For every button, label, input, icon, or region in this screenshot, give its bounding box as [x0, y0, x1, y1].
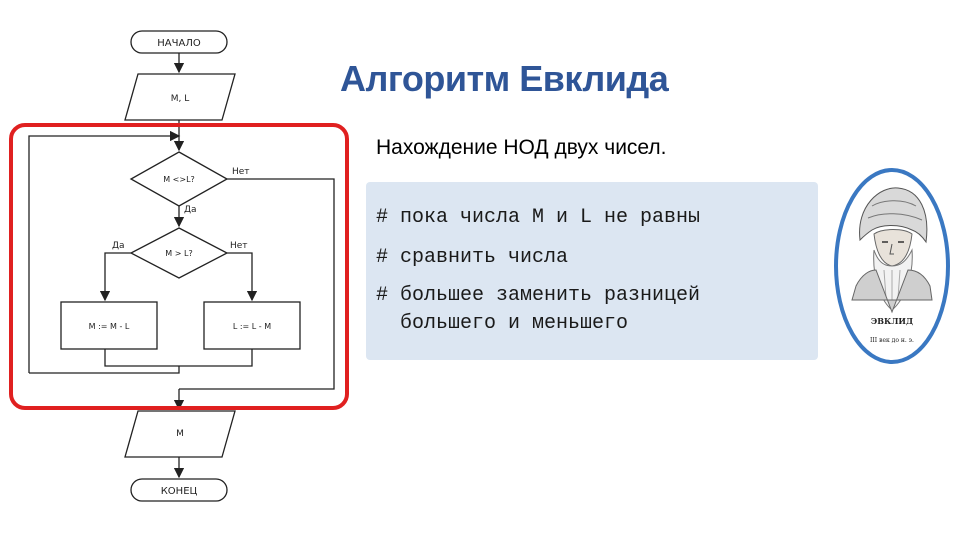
portrait-caption: III век до н. э.: [870, 337, 914, 344]
assign-left-label: M := M - L: [89, 322, 130, 331]
code-line-4: большего и меньшего: [376, 312, 629, 335]
assign-left-box: [60, 301, 158, 350]
condition-1-label: M <>L?: [163, 175, 195, 184]
condition-2-label: M > L?: [165, 249, 192, 258]
assign-right-label: L := L - M: [233, 322, 271, 331]
end-label: КОНЕЦ: [161, 486, 198, 497]
slide-title: Алгоритм Евклида: [340, 58, 669, 99]
condition-2-yes-label: Да: [112, 241, 125, 251]
output-label: M: [176, 429, 184, 439]
code-line-1: # пока числа M и L не равны: [376, 206, 701, 229]
output-block: [124, 410, 236, 458]
input-block: [124, 73, 236, 121]
euclid-portrait: ЭВКЛИД III век до н. э.: [834, 168, 950, 364]
code-line-3: # большее заменить разницей: [376, 284, 701, 307]
condition-diamond-2: [129, 227, 229, 279]
pseudocode-box: # пока числа M и L не равны # сравнить ч…: [366, 182, 818, 360]
end-terminal: [130, 478, 228, 502]
condition-1-no-label: Нет: [232, 167, 250, 177]
code-line-2: # сравнить числа: [376, 246, 569, 269]
condition-2-no-label: Нет: [230, 241, 248, 251]
condition-1-yes-label: Да: [184, 205, 197, 215]
input-label: M, L: [171, 94, 190, 104]
start-label: НАЧАЛО: [157, 38, 201, 49]
slide-subtitle: Нахождение НОД двух чисел.: [376, 136, 667, 159]
portrait-name: ЭВКЛИД: [871, 316, 913, 326]
loop-highlight-frame: [9, 123, 349, 410]
